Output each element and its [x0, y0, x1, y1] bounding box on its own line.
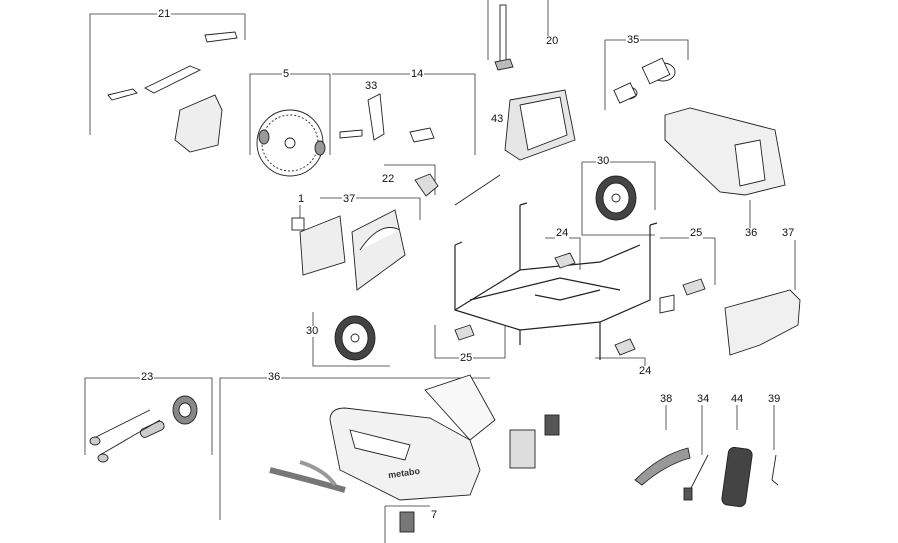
- callout-38: 38: [659, 393, 674, 405]
- callout-35: 35: [626, 34, 641, 46]
- callout-39: 39: [767, 393, 782, 405]
- callout-36-bottom: 36: [267, 371, 282, 383]
- callout-24-top: 24: [555, 227, 570, 239]
- callout-43: 43: [490, 113, 505, 125]
- callout-20: 20: [545, 35, 560, 47]
- callout-14: 14: [410, 68, 425, 80]
- callout-33: 33: [364, 80, 379, 92]
- callout-37-left: 37: [342, 193, 357, 205]
- callout-30-bottom: 30: [305, 325, 320, 337]
- callout-25-bottom: 25: [459, 352, 474, 364]
- callout-22: 22: [381, 173, 396, 185]
- callout-23: 23: [140, 371, 155, 383]
- callout-25-right: 25: [689, 227, 704, 239]
- callout-7: 7: [430, 509, 439, 521]
- callout-37-right: 37: [781, 227, 796, 239]
- callout-34: 34: [696, 393, 711, 405]
- callout-24-bottom: 24: [638, 365, 653, 377]
- callout-44: 44: [730, 393, 745, 405]
- callout-30-top: 30: [596, 155, 611, 167]
- callout-1: 1: [297, 193, 306, 205]
- callout-21: 21: [157, 8, 172, 20]
- callout-5: 5: [282, 68, 291, 80]
- callout-36-right: 36: [744, 227, 759, 239]
